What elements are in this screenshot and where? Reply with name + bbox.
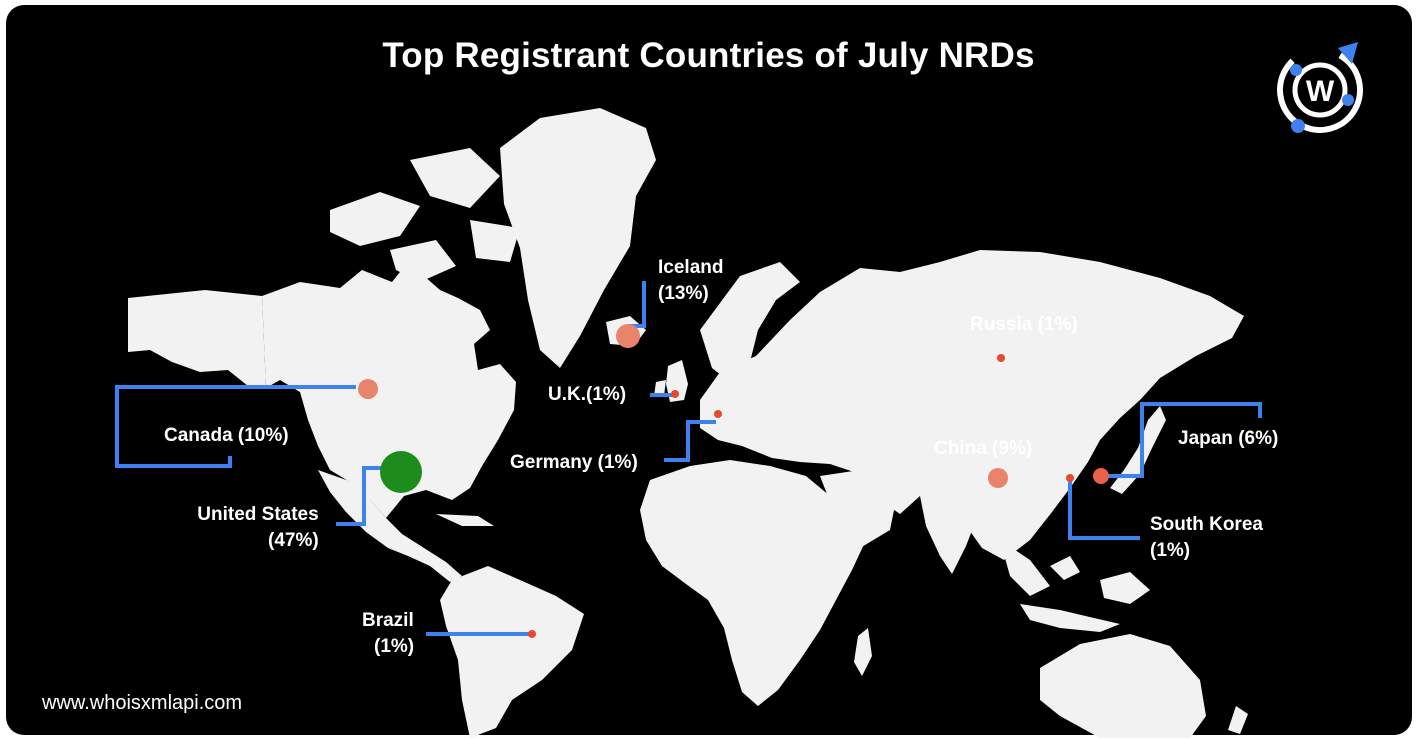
leader-line-canada (115, 385, 356, 468)
land-uk (654, 360, 688, 402)
label-united-states-name: United States (197, 504, 319, 525)
land-madagascar (854, 628, 872, 676)
logo-letter: W (1306, 75, 1335, 108)
marker-united-states[interactable] (380, 451, 422, 493)
marker-china[interactable] (988, 468, 1008, 488)
marker-russia[interactable] (997, 354, 1005, 362)
land-africa (640, 460, 866, 706)
label-brazil: Brazil (1%) (362, 608, 414, 660)
label-brazil-name: Brazil (362, 610, 414, 631)
marker-brazil[interactable] (528, 630, 536, 638)
label-russia: Russia (1%) (970, 314, 1078, 335)
land-cuba (436, 514, 494, 526)
label-uk: U.K.(1%) (548, 384, 627, 405)
marker-south-korea[interactable] (1066, 474, 1074, 482)
label-iceland: Iceland (13%) (658, 255, 723, 307)
footer-website[interactable]: www.whoisxmlapi.com (42, 692, 243, 714)
land-arctic-islands (330, 148, 520, 282)
land-alaska (128, 290, 266, 388)
label-united-states-pct: (47%) (268, 530, 319, 551)
land-india (920, 490, 980, 574)
land-eurasia (700, 250, 1244, 560)
land-new-zealand (1228, 706, 1248, 734)
label-south-korea-name: South Korea (1150, 514, 1263, 535)
land-japan (1110, 406, 1166, 494)
map-title: Top Registrant Countries of July NRDs (382, 36, 1035, 75)
land-australia (1040, 634, 1206, 738)
land-greenland (500, 108, 656, 368)
leader-line-germany (664, 420, 716, 462)
land-southeast-asia (1000, 540, 1150, 632)
whoisxmlapi-logo-icon[interactable]: W (1268, 40, 1372, 138)
leader-line-south-korea (1068, 478, 1140, 540)
land-arabia (820, 470, 896, 548)
label-united-states: United States (47%) (184, 502, 319, 554)
label-brazil-pct: (1%) (374, 636, 415, 657)
land-masses (128, 108, 1248, 738)
marker-canada[interactable] (358, 379, 378, 399)
label-iceland-pct: (13%) (658, 283, 709, 304)
marker-iceland[interactable] (616, 324, 640, 348)
label-japan: Japan (6%) (1178, 428, 1279, 449)
marker-germany[interactable] (714, 410, 722, 418)
marker-japan[interactable] (1093, 468, 1109, 484)
leader-line-japan (1102, 402, 1262, 478)
land-central-america (318, 470, 462, 582)
land-scandinavia (700, 262, 800, 382)
label-south-korea-pct: (1%) (1150, 540, 1191, 561)
label-china: China (9%) (934, 438, 1033, 459)
country-markers (358, 324, 1109, 638)
marker-uk[interactable] (671, 390, 679, 398)
label-germany: Germany (1%) (510, 452, 638, 473)
label-iceland-name: Iceland (658, 257, 724, 278)
land-south-america (440, 566, 584, 738)
label-south-korea: South Korea (1%) (1150, 512, 1263, 564)
label-canada: Canada (10%) (164, 425, 289, 446)
land-north-america (262, 262, 516, 518)
leader-lines (115, 281, 1262, 636)
